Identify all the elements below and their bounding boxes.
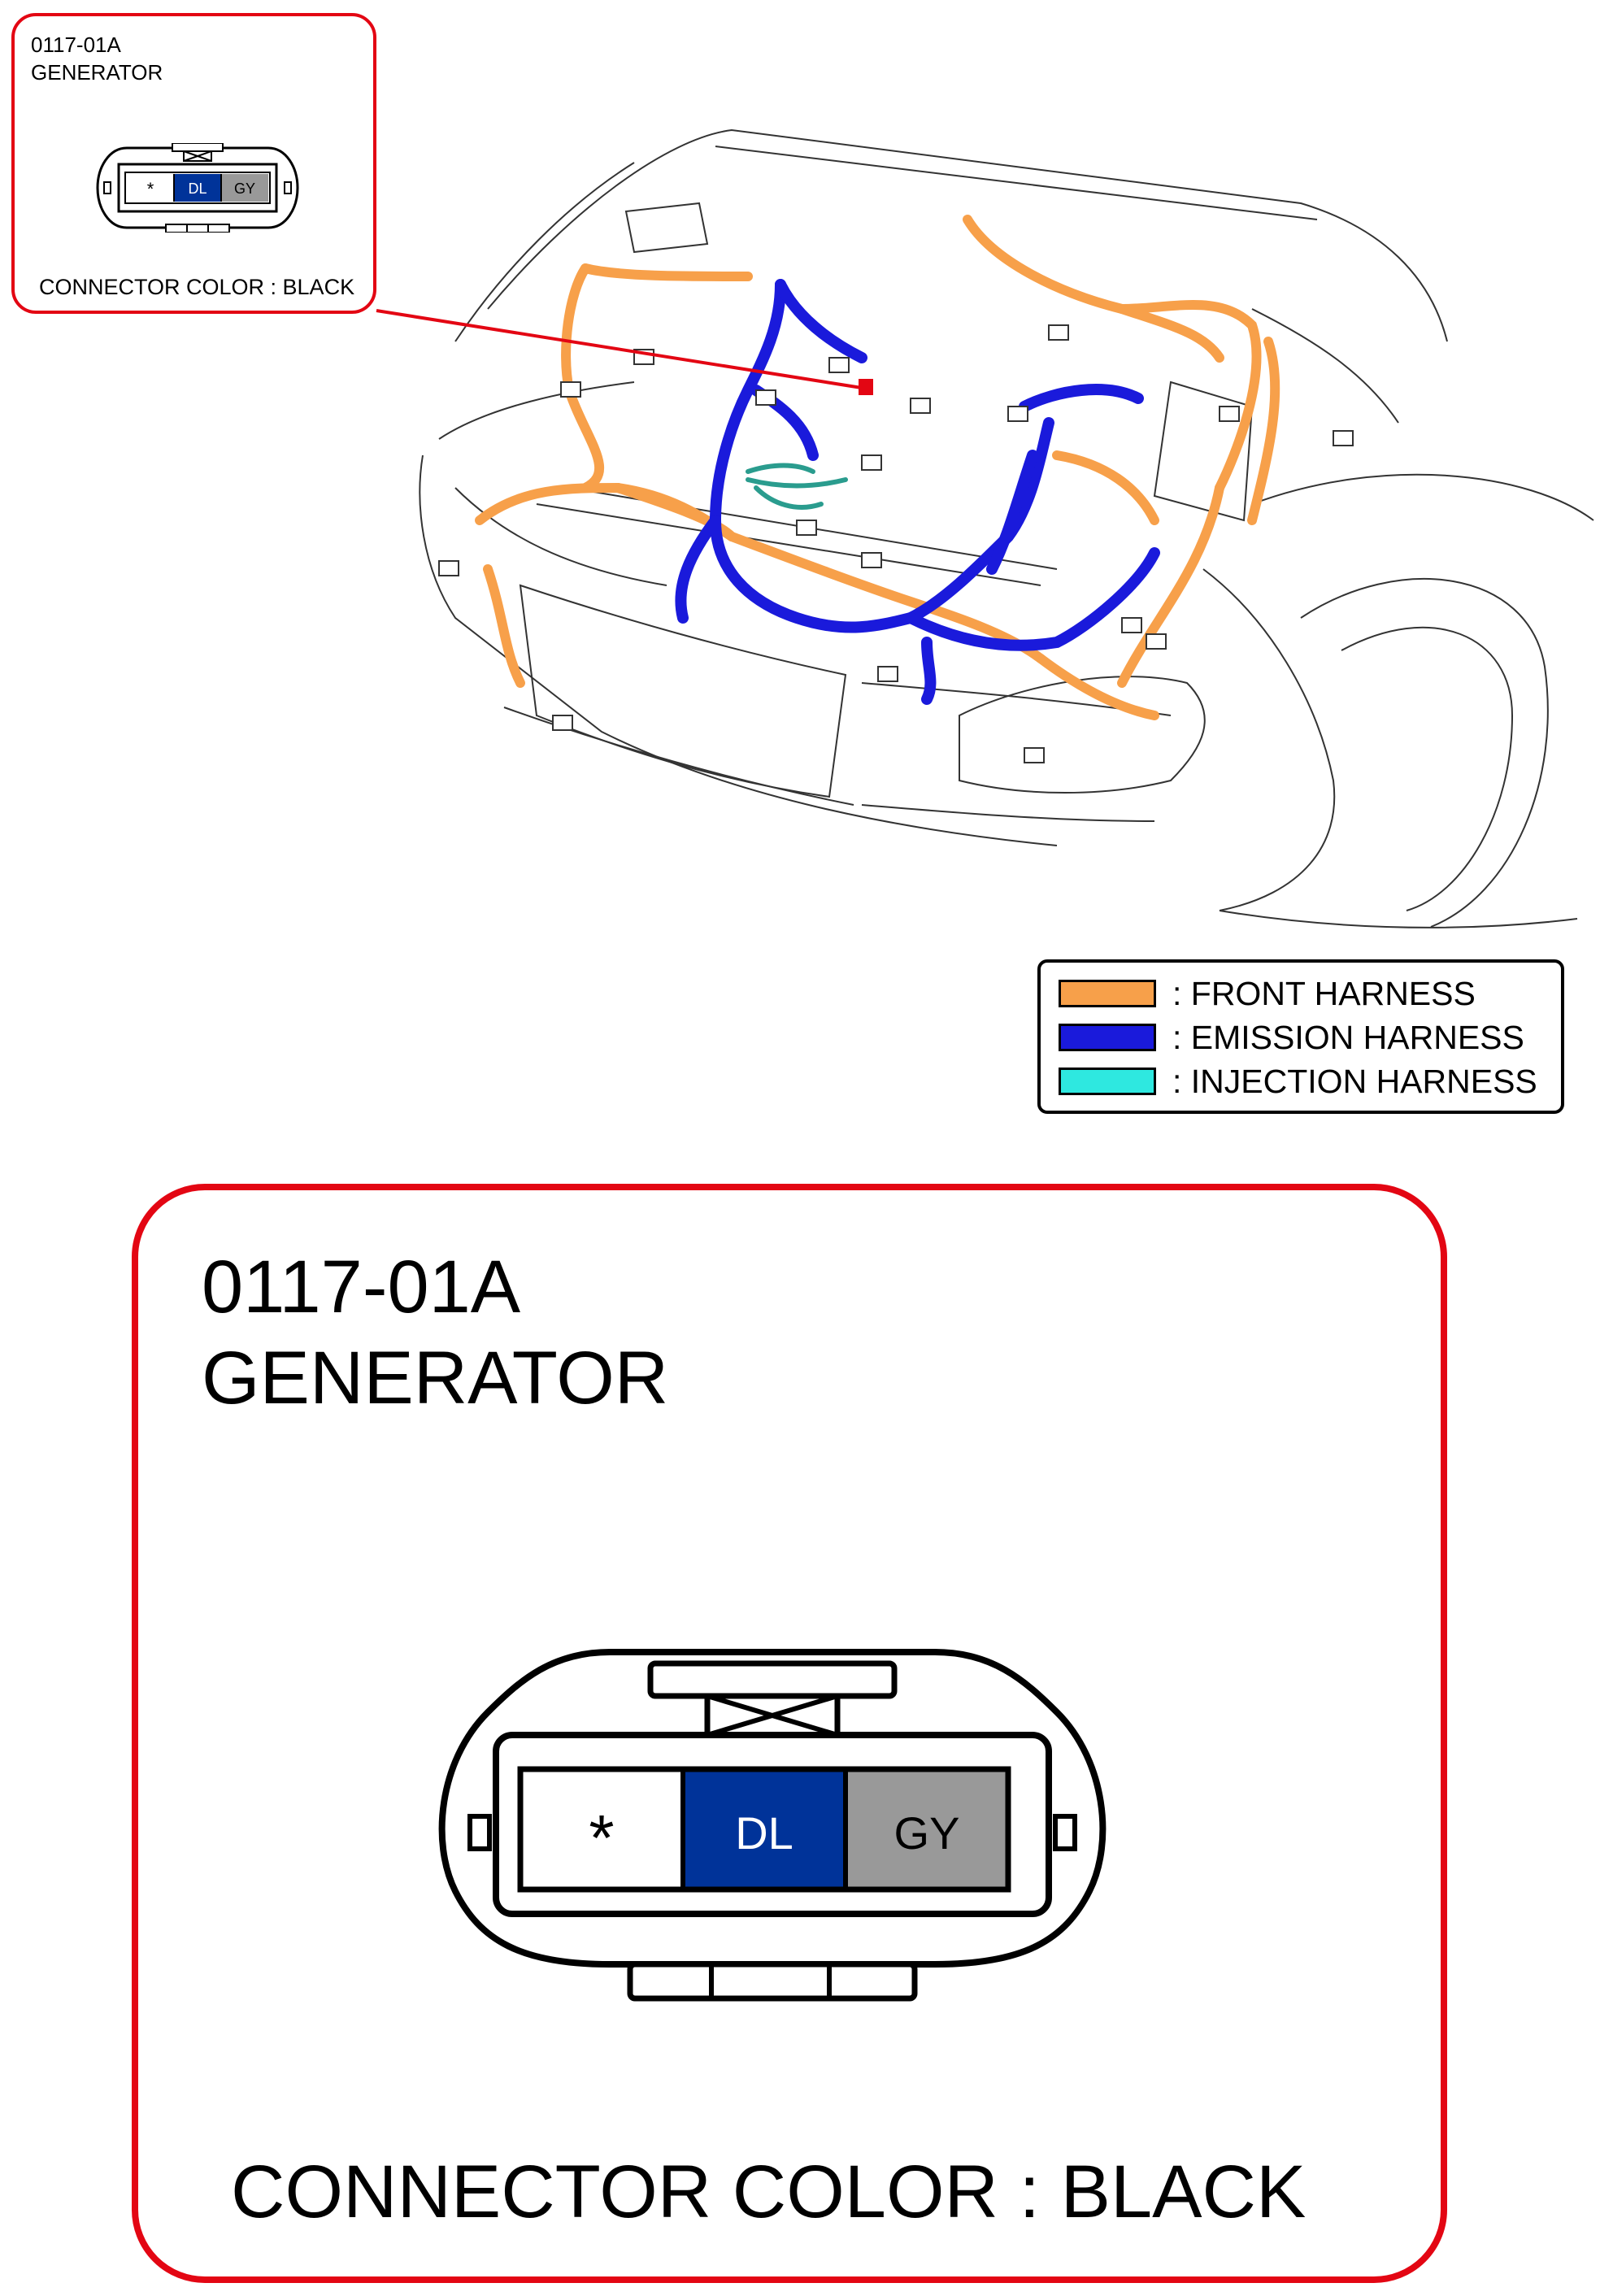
legend-label: : INJECTION HARNESS bbox=[1172, 1062, 1537, 1100]
hood-outline bbox=[487, 128, 1448, 342]
pin-2-label: DL bbox=[735, 1807, 793, 1859]
injection-harness-wires bbox=[746, 463, 848, 510]
emission-harness-swatch bbox=[1059, 1024, 1156, 1051]
injection-harness-swatch bbox=[1059, 1068, 1156, 1095]
pin-2-label: DL bbox=[188, 180, 207, 197]
connector-color-label: CONNECTOR COLOR : BLACK bbox=[39, 275, 355, 299]
pin-1 bbox=[127, 174, 174, 202]
legend-label: : EMISSION HARNESS bbox=[1172, 1018, 1524, 1056]
pin-3 bbox=[846, 1769, 1008, 1889]
connector-callout-small: 0117-01A GENERATOR * DL GY CONNECTOR COL… bbox=[11, 13, 376, 314]
generator-connector-marker bbox=[859, 379, 873, 395]
callout-leader-line bbox=[376, 309, 867, 390]
emission-harness-wires bbox=[675, 279, 1160, 705]
connector-code: 0117-01A bbox=[31, 33, 121, 57]
pin-1-label: * bbox=[589, 1802, 614, 1874]
engine-bay-harness-drawing bbox=[376, 128, 1594, 928]
connector-diagram-small: * DL GY bbox=[96, 143, 299, 233]
pin-1 bbox=[520, 1769, 683, 1889]
pin-1-label: * bbox=[147, 179, 154, 199]
pin-3-label: GY bbox=[894, 1807, 960, 1859]
connector-color-label: CONNECTOR COLOR : BLACK bbox=[231, 2150, 1307, 2233]
fuse-box bbox=[624, 202, 709, 254]
pin-2 bbox=[683, 1769, 846, 1889]
connector-callout-large: 0117-01A GENERATOR * DL GY CONNECTOR COL… bbox=[132, 1184, 1447, 2283]
front-harness-swatch bbox=[1059, 980, 1156, 1007]
connector-diagram-large: * DL GY bbox=[438, 1649, 1107, 2002]
legend-label: : FRONT HARNESS bbox=[1172, 974, 1476, 1012]
harness-legend: : FRONT HARNESS : EMISSION HARNESS : INJ… bbox=[1037, 959, 1564, 1114]
connector-name: GENERATOR bbox=[31, 60, 163, 85]
pin-2 bbox=[174, 174, 221, 202]
pin-3 bbox=[221, 174, 268, 202]
legend-item-injection: : INJECTION HARNESS bbox=[1059, 1062, 1537, 1100]
headlight bbox=[959, 676, 1206, 794]
front-wheel bbox=[1300, 578, 1549, 928]
pin-3-label: GY bbox=[234, 180, 255, 197]
connector-code: 0117-01A bbox=[202, 1246, 521, 1328]
harness-connectors bbox=[438, 324, 1354, 763]
connector-name: GENERATOR bbox=[202, 1337, 669, 1420]
legend-item-front: : FRONT HARNESS bbox=[1059, 974, 1476, 1012]
legend-item-emission: : EMISSION HARNESS bbox=[1059, 1018, 1524, 1056]
battery bbox=[1153, 380, 1254, 522]
